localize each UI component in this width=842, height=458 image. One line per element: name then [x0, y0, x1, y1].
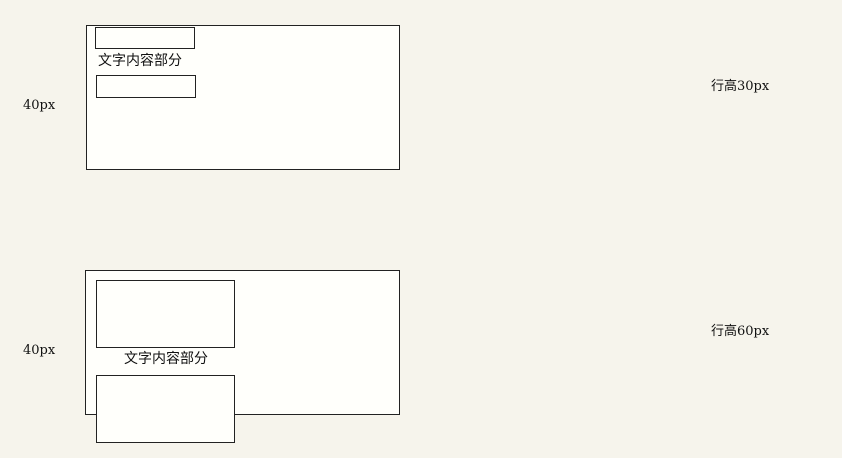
height-label-2: 40px	[23, 343, 56, 358]
line-height-label-2: 行高60px	[711, 324, 770, 339]
upper-half-leading-box-2	[96, 280, 235, 348]
lower-half-leading-box-2	[96, 375, 235, 443]
text-content-label-1: 文字内容部分	[98, 53, 182, 69]
text-content-label-2: 文字内容部分	[124, 351, 208, 367]
lower-half-leading-box-1	[96, 75, 196, 98]
height-label-1: 40px	[23, 98, 56, 113]
upper-half-leading-box-1	[95, 27, 195, 49]
line-height-label-1: 行高30px	[711, 79, 770, 94]
